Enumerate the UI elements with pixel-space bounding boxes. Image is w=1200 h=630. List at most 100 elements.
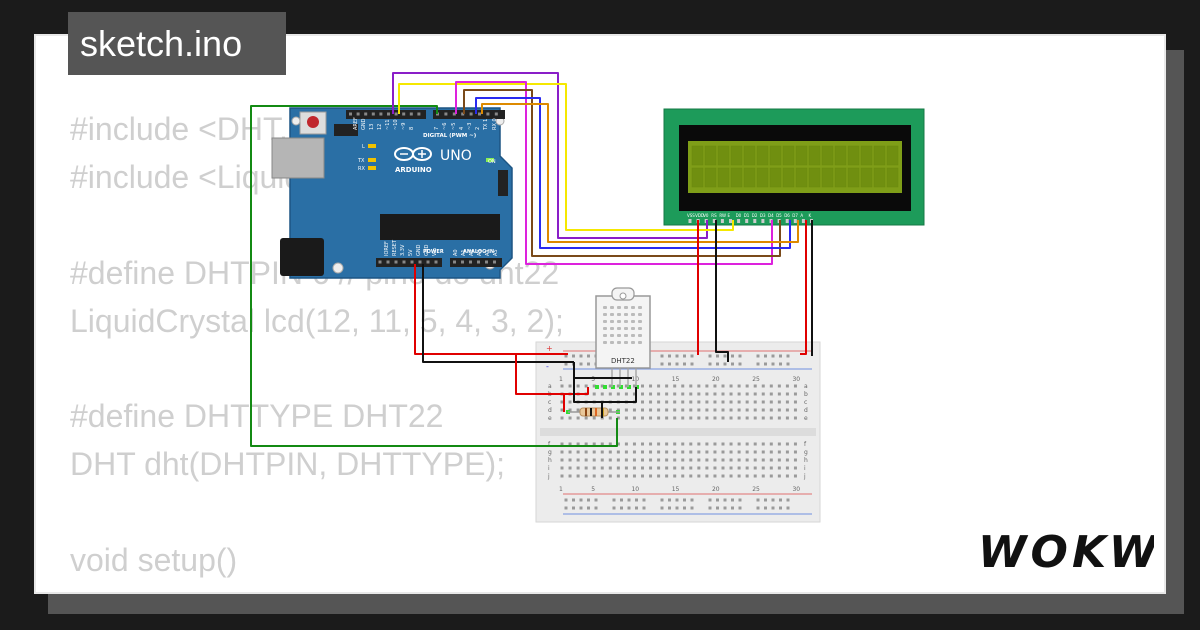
wire-blue-d6 xyxy=(475,97,791,249)
row-letter: c xyxy=(804,399,807,406)
header-left xyxy=(346,110,426,119)
arduino-pin-label: GND xyxy=(361,118,367,130)
column-number: 25 xyxy=(752,376,760,383)
lcd-pin-label: D1 xyxy=(744,213,750,218)
column-number: 20 xyxy=(712,486,720,493)
lcd-pin-label: D7 xyxy=(792,213,798,218)
column-number: 20 xyxy=(712,376,720,383)
lcd-character-cells xyxy=(691,145,899,188)
arduino-logo-icon xyxy=(394,147,432,161)
column-number: 25 xyxy=(752,486,760,493)
arduino-analog-pin-label: A1 xyxy=(461,249,467,256)
power-header xyxy=(376,258,442,267)
wokwi-logo: WOKWi xyxy=(978,527,1154,578)
arduino-label: ARDUINO xyxy=(395,166,432,174)
breadboard-center-gap xyxy=(540,428,816,436)
code-line: LiquidCrystal lcd(12, 11, 5, 4, 3, 2); xyxy=(70,302,564,339)
row-letter: e xyxy=(548,415,552,422)
rx-led-label: RX xyxy=(358,166,365,172)
wire-black-gnd xyxy=(422,264,574,363)
row-letter: a xyxy=(548,383,552,390)
arduino-pin-label: 13 xyxy=(369,124,375,130)
on-label: ON xyxy=(488,159,496,165)
lcd-pin-label: RS xyxy=(711,213,717,218)
row-letter: h xyxy=(804,457,808,464)
row-letter: a xyxy=(804,383,808,390)
column-number: 5 xyxy=(591,486,595,493)
row-letter: i xyxy=(804,465,806,472)
arduino-pin-label: AREF xyxy=(353,117,359,130)
row-letter: f xyxy=(548,441,551,448)
power-label: POWER xyxy=(423,249,444,255)
code-line: { xyxy=(70,585,564,592)
code-line: void setup() xyxy=(70,542,238,579)
tx-led-label: TX xyxy=(357,158,365,164)
column-number: 1 xyxy=(559,486,563,493)
lcd-pin-label: V0 xyxy=(703,213,709,218)
row-letter: f xyxy=(804,441,807,448)
arduino-analog-pin-label: A2 xyxy=(469,249,475,256)
arduino-power-pin-label: GND xyxy=(424,244,430,256)
row-letter: g xyxy=(548,449,552,456)
reset-button[interactable] xyxy=(307,116,319,128)
arduino-power-pin-label: GND xyxy=(416,244,422,256)
arduino-analog-pin-label: A4 xyxy=(485,249,491,256)
column-number: 30 xyxy=(792,376,800,383)
analog-label: ANALOG IN xyxy=(463,249,494,255)
row-letter: e xyxy=(804,415,808,422)
code-line: #define DHTTYPE DHT22 xyxy=(70,398,444,435)
row-letter: g xyxy=(804,449,808,456)
arduino-uno: DIGITAL (PWM ~) UNO ARDUINO ON POWER ANA… xyxy=(271,107,513,279)
arduino-pin-label: ~5 xyxy=(451,123,457,130)
arduino-pin-label: TX 1 xyxy=(483,119,489,131)
icsp-header xyxy=(334,124,358,136)
lcd-pin-label: D5 xyxy=(776,213,782,218)
header-right xyxy=(433,110,505,119)
arduino-pin-label: ~6 xyxy=(442,123,448,130)
arduino-pin-label: ~10 xyxy=(393,119,399,130)
arduino-pin-label: ~11 xyxy=(385,119,391,130)
row-letter: h xyxy=(548,457,552,464)
column-number: 10 xyxy=(631,486,639,493)
lcd-pin-label: E xyxy=(728,213,731,218)
rail-minus-symbol: - xyxy=(546,362,549,371)
column-number: 1 xyxy=(559,376,563,383)
wire-red-lcd-a xyxy=(800,220,807,355)
digital-label: DIGITAL (PWM ~) xyxy=(423,133,477,139)
dht22-label: DHT22 xyxy=(611,357,635,365)
arduino-analog-pin-label: A3 xyxy=(477,249,483,256)
arduino-power-pin-label: RESET xyxy=(392,239,398,256)
rail-plus-symbol: + xyxy=(546,344,553,353)
row-letter: j xyxy=(803,473,806,480)
arduino-pin-label: ~3 xyxy=(467,123,473,130)
wire-black-dht-gnd xyxy=(573,362,637,403)
wire-green-data xyxy=(250,105,618,447)
wires xyxy=(250,72,813,447)
column-number: 5 xyxy=(591,376,595,383)
wire-black-dht-gnd2 xyxy=(573,370,632,379)
breadboard-labels: 115510101515202025253030aabbccddeeffgghh… xyxy=(547,376,808,493)
l-led-label: L xyxy=(362,144,365,150)
arduino-analog-pin-label: A5 xyxy=(493,249,499,256)
breadboard: 115510101515202025253030aabbccddeeffgghh… xyxy=(535,341,821,523)
arduino-pin-label: RX 0 xyxy=(492,118,498,130)
power-jack xyxy=(280,238,324,276)
lcd-pin-label: D3 xyxy=(760,213,766,218)
row-letter: b xyxy=(804,391,808,398)
arduino-pin-label: 7 xyxy=(434,127,440,130)
lcd-pin-label: RW xyxy=(719,213,726,218)
row-letter: j xyxy=(547,473,550,480)
arduino-pin-label: 4 xyxy=(459,127,465,130)
arduino-analog-pin-label: A0 xyxy=(453,249,459,256)
row-letter: d xyxy=(548,407,552,414)
lcd-pin-label: K xyxy=(809,213,812,218)
lcd-pin-label: D4 xyxy=(768,213,774,218)
analog-header xyxy=(450,258,502,267)
arduino-power-pin-label: Vin xyxy=(432,248,438,256)
arduino-power-pin-label: 5V xyxy=(408,249,414,256)
wire-purple-rs xyxy=(392,72,708,239)
row-letter: c xyxy=(548,399,551,406)
arduino-power-pin-label: IOREF xyxy=(384,241,390,256)
row-letter: i xyxy=(548,465,550,472)
